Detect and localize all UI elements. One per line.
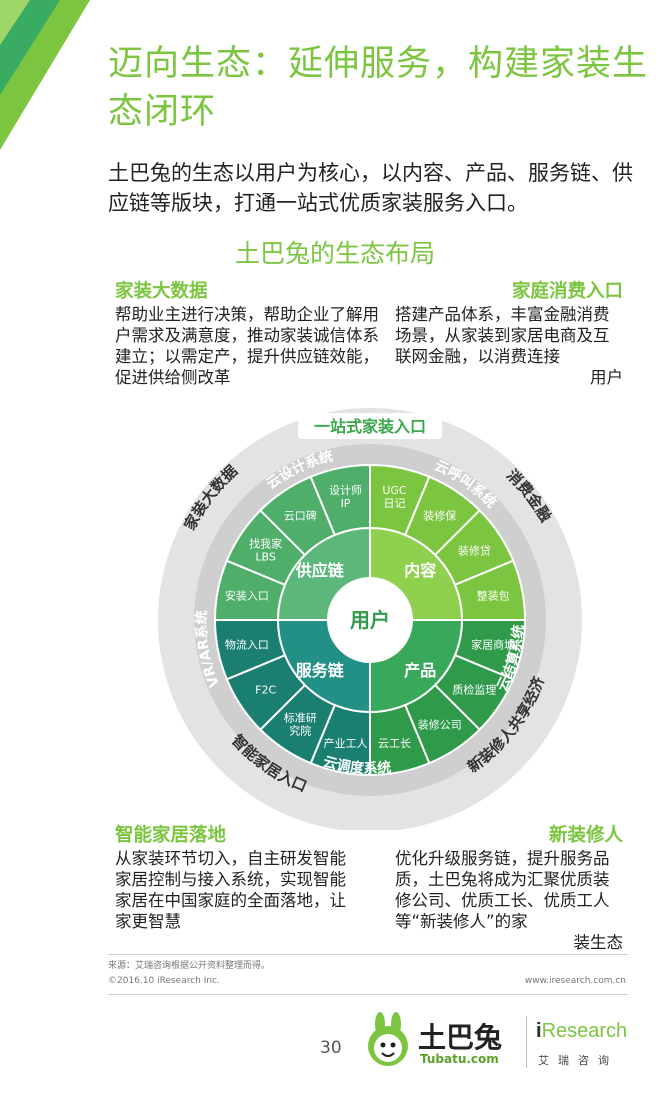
segment-label: 云工长 xyxy=(378,737,411,750)
segment-label: 装修公司 xyxy=(418,717,462,731)
segment-label: 装修保 xyxy=(423,509,456,523)
page-title: 迈向生态：延伸服务，构建家装生态闭环 xyxy=(108,44,649,132)
logo-separator xyxy=(526,1016,527,1068)
segment-label: 质检监理 xyxy=(452,683,496,697)
segment-label: F2C xyxy=(255,684,276,697)
iresearch-brand: iResearch xyxy=(536,1020,628,1042)
smart-home-text: 从家装环节切入，自主研发智能家居控制与接入系统，实现智能家居在中国家庭的全面落地… xyxy=(115,849,346,931)
center-circle xyxy=(328,578,412,662)
tubatu-logo: 土巴兔 Tubatu.com xyxy=(362,1012,522,1070)
quadrant-label: 内容 xyxy=(404,561,436,580)
rabbit-mascot-icon xyxy=(368,1012,408,1066)
big-data-block: 家装大数据 帮助业主进行决策，帮助企业了解用户需求及满意度，推动家装诚信体系建立… xyxy=(115,280,385,388)
center-label: 用户 xyxy=(350,608,390,632)
iresearch-cn-name: 艾瑞咨询 xyxy=(538,1054,618,1067)
big-data-heading: 家装大数据 xyxy=(115,281,208,302)
footer-divider-2 xyxy=(108,994,628,995)
intro-text: 土巴兔的生态以用户为核心，以内容、产品、服务链、供应链等版块，打通一站式优质家装… xyxy=(108,161,633,215)
tubatu-en-name: Tubatu.com xyxy=(420,1052,499,1066)
footer-divider xyxy=(108,954,628,955)
corner-decoration xyxy=(0,0,90,150)
segment-label: 家居商城 xyxy=(471,637,515,651)
big-data-text: 帮助业主进行决策，帮助企业了解用户需求及满意度，推动家装诚信体系建立；以需定产，… xyxy=(115,305,379,387)
smart-home-heading: 智能家居落地 xyxy=(115,825,227,846)
segment-label: 整装包 xyxy=(477,589,510,603)
segment-label: 标准研究院 xyxy=(284,710,317,737)
iresearch-logo: iResearch 艾瑞咨询 xyxy=(536,1016,646,1072)
diagram-title: 土巴兔的生态布局 xyxy=(234,239,435,268)
copyright: ©2016.10 iResearch Inc. xyxy=(108,976,220,986)
tubatu-cn-name: 土巴兔 xyxy=(418,1021,503,1054)
page-number: 30 xyxy=(320,1038,342,1058)
home-consumption-block: 家庭消费入口 搭建产品体系，丰富金融消费场景，从家装到家居电商及互联网金融，以消… xyxy=(395,280,623,388)
segment-label: 产业工人 xyxy=(324,736,368,750)
outer-label: 一站式家装入口 xyxy=(314,417,426,436)
website-link[interactable]: www.iresearch.com.cn xyxy=(524,976,626,986)
source-note: 来源：艾瑞咨询根据公开资料整理而得。 xyxy=(108,961,271,971)
quadrant-label: 服务链 xyxy=(296,661,345,680)
segment-label: 云口碑 xyxy=(284,510,317,523)
entry-tab xyxy=(298,413,442,439)
segment-label: 装修贷 xyxy=(458,543,491,557)
new-renovator-block: 新装修人 优化升级服务链，提升服务品质，土巴兔将成为汇聚优质装修公司、优质工长、… xyxy=(395,824,623,953)
home-consumption-heading: 家庭消费入口 xyxy=(511,281,623,302)
new-renovator-text: 优化升级服务链，提升服务品质，土巴兔将成为汇聚优质装修公司、优质工长、优质工人等… xyxy=(395,849,623,952)
quadrant-label: 供应链 xyxy=(295,561,345,580)
segment-label: 安装入口 xyxy=(225,589,269,603)
segment-label: 物流入口 xyxy=(225,637,269,651)
quadrant-label: 产品 xyxy=(404,661,436,680)
new-renovator-heading: 新装修人 xyxy=(548,825,623,846)
home-consumption-text: 搭建产品体系，丰富金融消费场景，从家装到家居电商及互联网金融，以消费连接用户 xyxy=(395,305,623,387)
smart-home-block: 智能家居落地 从家装环节切入，自主研发智能家居控制与接入系统，实现智能家居在中国… xyxy=(115,824,355,932)
